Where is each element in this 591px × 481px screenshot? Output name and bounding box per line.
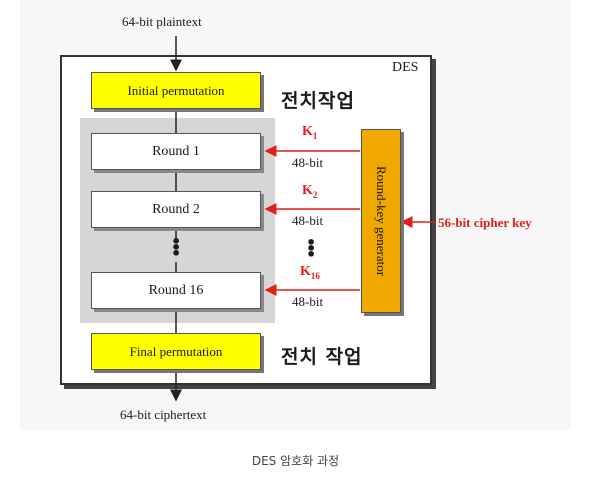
round-key-1-label: K1 — [302, 124, 318, 141]
cipher-key-input-label: 56-bit cipher key — [438, 215, 532, 230]
ciphertext-output-label: 64-bit ciphertext — [120, 407, 207, 422]
round-key-1-bits: 48-bit — [292, 155, 324, 170]
plaintext-input-label: 64-bit plaintext — [122, 14, 202, 29]
round-key-16-label: K16 — [300, 264, 320, 281]
round-key-generator-label: Round-key generator — [374, 165, 390, 277]
round-1-box: Round 1 — [91, 133, 261, 170]
round-key-2-label: K2 — [302, 183, 318, 200]
initial-permutation-box: Initial permutation — [91, 72, 261, 109]
round-16-box: Round 16 — [91, 272, 261, 309]
round-2-box: Round 2 — [91, 191, 261, 228]
des-frame-label: DES — [392, 60, 419, 75]
round-key-generator-box: Round-key generator — [361, 129, 401, 313]
rounds-ellipsis: ••• — [171, 232, 182, 263]
figure-caption: DES 암호화 과정 — [251, 454, 340, 468]
initial-permutation-annotation: 전치작업 — [281, 90, 355, 112]
final-permutation-box: Final permutation — [91, 333, 261, 370]
final-permutation-annotation: 전치 작업 — [281, 346, 363, 368]
round-key-2-bits: 48-bit — [292, 213, 324, 228]
round-key-16-bits: 48-bit — [292, 294, 324, 309]
keys-ellipsis: ••• — [306, 233, 317, 264]
